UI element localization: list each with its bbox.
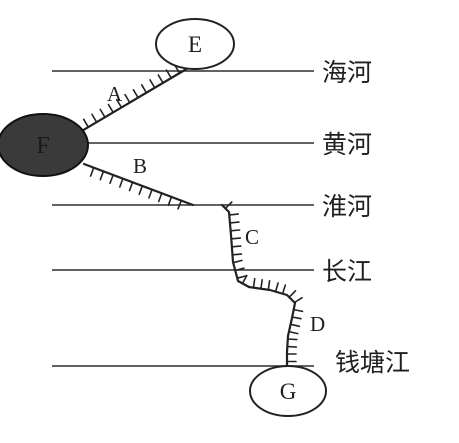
canal-hatch-tick xyxy=(224,201,233,210)
canal-hatch-tick xyxy=(229,229,241,232)
node-g-label: G xyxy=(280,379,297,404)
canal-hatch-tick xyxy=(116,98,123,109)
canal-hatch-tick xyxy=(128,181,134,192)
canal-hatch-tick xyxy=(260,278,264,290)
segment-label-d: D xyxy=(310,312,325,336)
canal-hatch-tick xyxy=(140,84,148,94)
river-label-qiantangjiang: 钱塘江 xyxy=(335,348,410,377)
canal-hatch-tick xyxy=(291,316,302,320)
canal-hatch-tick xyxy=(293,296,303,304)
canal-hatch-tick xyxy=(267,279,271,291)
canal-hatch-tick xyxy=(232,259,243,264)
canal-hatch-tick xyxy=(119,177,124,188)
canal-hatch-tick xyxy=(286,345,298,348)
river-label-haihe: 海河 xyxy=(322,58,372,87)
canal-hatch-tick xyxy=(91,113,98,123)
canal-hatch-tick xyxy=(231,253,243,256)
segment-label-b: B xyxy=(133,154,147,178)
canal-segment-b-hatching xyxy=(89,166,183,210)
node-g xyxy=(249,365,327,417)
canal-hatch-tick xyxy=(286,338,298,341)
canal-hatch-tick xyxy=(289,323,301,328)
canal-hatch-tick xyxy=(138,185,144,195)
canal-hatch-tick xyxy=(89,166,95,177)
canal-hatch-tick xyxy=(234,267,245,272)
canal-segment-c xyxy=(220,203,251,289)
node-f-label: F xyxy=(36,133,49,159)
canal-hatch-tick xyxy=(252,277,256,289)
canal-hatch-tick xyxy=(109,174,114,185)
canal-hatch-tick xyxy=(228,213,239,216)
canal-hatch-tick xyxy=(157,74,164,84)
canal-hatch-tick xyxy=(288,330,299,335)
canal-hatch-tick xyxy=(124,93,131,104)
canal-hatch-tick xyxy=(241,274,248,285)
node-e-label: E xyxy=(188,32,202,57)
canal-hatch-tick xyxy=(274,282,279,293)
node-f xyxy=(0,113,89,177)
canal-hatch-tick xyxy=(132,89,139,99)
canal-hatch-tick xyxy=(288,289,297,299)
canal-hatch-tick xyxy=(148,188,153,199)
canal-hatch-tick xyxy=(281,284,287,295)
canal-hatch-tick xyxy=(82,118,90,128)
canal-hatch-tick xyxy=(236,275,247,280)
canal-segment-d xyxy=(247,285,297,368)
canal-hatch-tick xyxy=(157,192,163,203)
river-label-huanghe: 黄河 xyxy=(322,130,372,159)
canal-hatch-tick xyxy=(165,69,172,79)
canal-segment-b xyxy=(82,162,195,207)
canal-hatch-tick xyxy=(229,221,240,224)
canal-hatch-tick xyxy=(107,103,114,114)
canal-segment-d-hatching xyxy=(252,277,304,363)
river-label-huaihe: 淮河 xyxy=(322,192,372,221)
river-label-changjiang: 长江 xyxy=(322,257,372,286)
segment-label-c: C xyxy=(245,225,259,249)
canal-hatch-tick xyxy=(231,245,242,248)
node-e xyxy=(155,18,235,70)
canal-segment-c-hatching xyxy=(224,201,248,285)
canal-hatch-tick xyxy=(230,237,242,240)
canal-hatch-tick xyxy=(177,199,183,210)
canal-hatch-tick xyxy=(292,308,304,313)
segment-label-a: A xyxy=(107,82,123,106)
canal-hatch-tick xyxy=(99,108,106,118)
canal-hatch-tick xyxy=(167,195,173,206)
canal-hatch-tick xyxy=(149,79,156,89)
canal-hatch-tick xyxy=(99,170,105,181)
